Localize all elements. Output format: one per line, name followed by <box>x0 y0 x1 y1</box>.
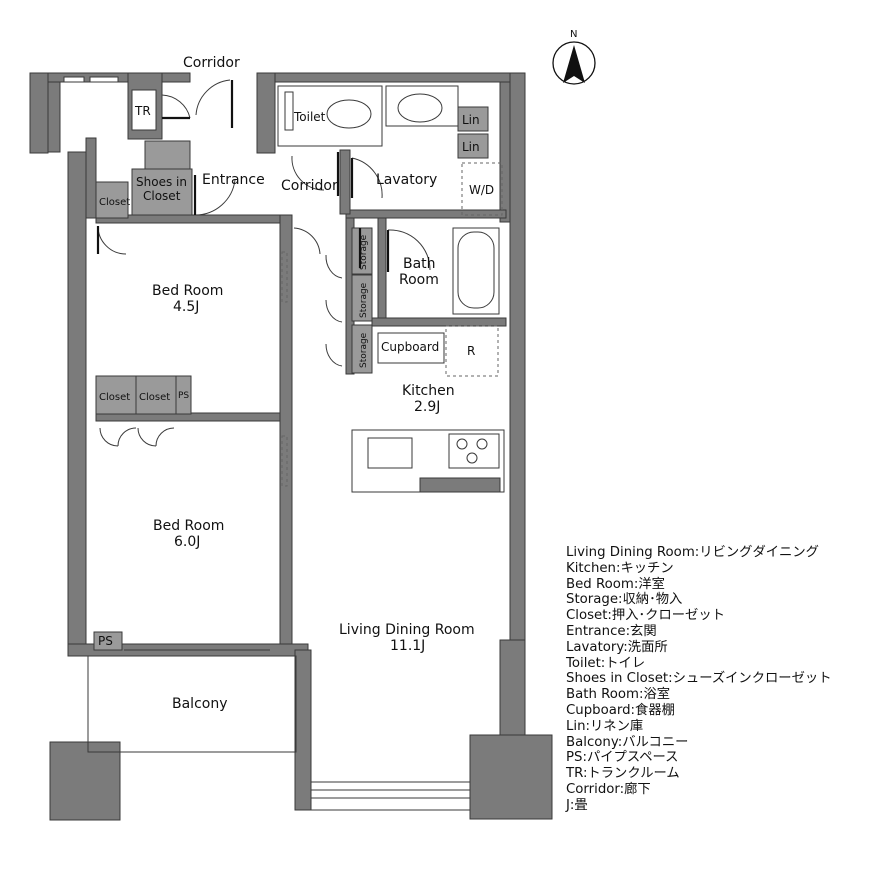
bedroom1-name: Bed Room <box>152 283 223 299</box>
legend-item: Cupboard:食器棚 <box>566 702 675 718</box>
legend-item: Balcony:バルコニー <box>566 734 689 750</box>
closet-a-label: Closet <box>99 392 130 403</box>
legend-item: Bath Room:浴室 <box>566 687 671 703</box>
toilet-label: Toilet <box>293 110 326 124</box>
compass-label: N <box>570 29 577 40</box>
bedroom1-size: 4.5J <box>173 299 199 315</box>
legend-item: Corridor:廊下 <box>566 781 651 797</box>
legend: Living Dining Room:リビングダイニング Kitchen:キッチ… <box>566 545 832 814</box>
legend-item: Closet:押入･クローゼット <box>566 608 725 624</box>
lavatory-label: Lavatory <box>376 172 437 188</box>
legend-item: Toilet:トイレ <box>566 655 646 671</box>
legend-item: Kitchen:キッチン <box>566 560 674 576</box>
legend-item: Shoes in Closet:シューズインクローゼット <box>566 671 832 687</box>
bath-label-2: Room <box>399 272 439 288</box>
legend-item: J:畳 <box>566 797 588 813</box>
legend-item: TR:トランクルーム <box>566 766 680 782</box>
legend-item: Lavatory:洗面所 <box>566 639 668 655</box>
tr-label: TR <box>134 104 151 118</box>
legend-item: Lin:リネン庫 <box>566 718 644 734</box>
bedroom2-size: 6.0J <box>174 534 200 550</box>
doors <box>96 79 431 651</box>
lin-label-2: Lin <box>462 140 480 154</box>
kitchen-size: 2.9J <box>414 399 440 415</box>
living-size: 11.1J <box>390 638 425 654</box>
legend-item: Entrance:玄関 <box>566 623 657 639</box>
corridor-mid-label: Corridor <box>281 178 338 194</box>
ps-small-label: PS <box>178 391 189 401</box>
balcony-label: Balcony <box>172 696 228 712</box>
legend-item: Living Dining Room:リビングダイニング <box>566 545 819 560</box>
corridor-top-label: Corridor <box>183 55 240 71</box>
bedroom2-name: Bed Room <box>153 518 224 534</box>
north-compass: N <box>552 29 596 85</box>
closet-small-label: Closet <box>99 197 130 208</box>
lin-label-1: Lin <box>462 113 480 127</box>
legend-item: PS:パイプスペース <box>566 750 679 766</box>
kitchen-name: Kitchen <box>402 383 455 399</box>
storage-label-1: Storage <box>359 234 369 270</box>
closet-b-label: Closet <box>139 392 170 403</box>
bath-label-1: Bath <box>403 256 436 272</box>
ps-bottom-label: PS <box>98 634 113 648</box>
storage-label-2: Storage <box>359 282 369 318</box>
shoes-closet-label-2: Closet <box>143 189 181 203</box>
shoes-closet-label-1: Shoes in <box>136 175 187 189</box>
wd-label: W/D <box>469 183 494 197</box>
legend-item: Bed Room:洋室 <box>566 576 665 592</box>
room-labels: Corridor TR Toilet Lin Lin Shoes in Clos… <box>98 55 494 712</box>
legend-item: Storage:収納･物入 <box>566 592 683 608</box>
fixtures <box>93 85 503 651</box>
walls <box>29 72 553 821</box>
fridge-label: R <box>467 344 475 358</box>
cupboard-label: Cupboard <box>381 340 439 354</box>
storage-label-3: Storage <box>359 332 369 368</box>
living-name: Living Dining Room <box>339 622 475 638</box>
entrance-label: Entrance <box>202 172 265 188</box>
